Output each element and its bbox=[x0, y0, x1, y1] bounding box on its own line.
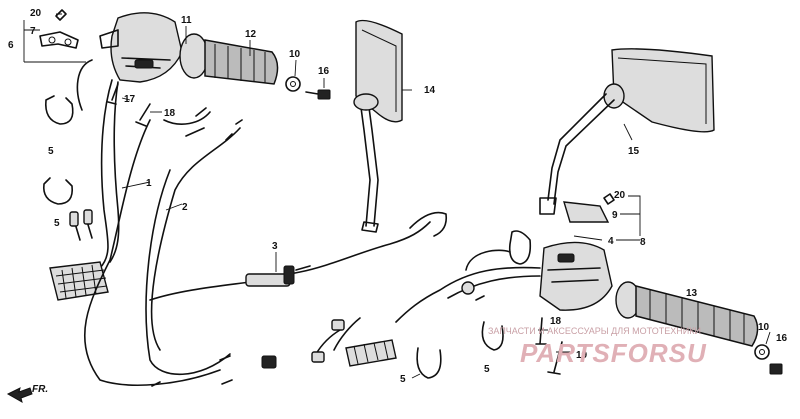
watermark-caption: ЗАПЧАСТИ И АКСЕССУАРЫ ДЛЯ МОТОТЕХНИКИ bbox=[488, 326, 701, 336]
wire-band-clip-1 bbox=[44, 95, 74, 125]
wire-band-clip-4 bbox=[481, 321, 504, 351]
label-part-16-right: 16 bbox=[776, 333, 788, 344]
label-part-16-top: 16 bbox=[318, 66, 330, 77]
label-part-9: 9 bbox=[612, 210, 618, 221]
label-part-12: 12 bbox=[245, 29, 257, 40]
label-part-19: 19 bbox=[576, 350, 588, 361]
screw-18-right bbox=[535, 317, 547, 345]
watermark-logo: PARTSFORSU bbox=[520, 338, 707, 368]
screw-17 bbox=[107, 83, 119, 105]
label-part-13: 13 bbox=[686, 288, 698, 299]
wire-band-clip-3 bbox=[416, 347, 442, 379]
right-switch-housing bbox=[508, 230, 613, 311]
label-part-5-lower: 5 bbox=[54, 218, 60, 229]
label-part-3: 3 bbox=[272, 241, 278, 252]
throttle-grip bbox=[179, 33, 279, 85]
left-mirror bbox=[353, 19, 403, 233]
small-connector-3 bbox=[261, 355, 277, 369]
throttle-cable-2 bbox=[145, 111, 231, 376]
washer-top bbox=[285, 76, 301, 92]
small-connector-2 bbox=[331, 319, 345, 331]
label-part-6: 6 bbox=[8, 40, 14, 51]
clutch-cable bbox=[150, 127, 241, 351]
label-part-1: 1 bbox=[146, 178, 152, 189]
wire-band-clip-2 bbox=[42, 177, 74, 205]
label-part-18-right: 18 bbox=[550, 316, 562, 327]
left-switch-housing bbox=[99, 12, 183, 83]
bolt-right bbox=[769, 363, 783, 375]
bottom-connector-block bbox=[345, 339, 397, 367]
label-part-7: 7 bbox=[30, 26, 36, 37]
label-part-8: 8 bbox=[640, 237, 646, 248]
small-connector-1 bbox=[311, 351, 325, 363]
label-part-2: 2 bbox=[182, 202, 188, 213]
right-switch-bracket bbox=[563, 193, 615, 223]
choke-cable-adjuster bbox=[245, 265, 311, 287]
label-part-20-left: 20 bbox=[30, 8, 42, 19]
label-part-11: 11 bbox=[181, 15, 192, 26]
front-direction-label: FR. bbox=[32, 384, 48, 395]
label-part-14: 14 bbox=[424, 85, 436, 96]
label-part-10-top: 10 bbox=[289, 49, 301, 60]
choke-cable bbox=[149, 221, 431, 301]
left-connector bbox=[49, 209, 109, 301]
screw-18-left bbox=[135, 103, 151, 127]
right-handlebar-grip bbox=[615, 281, 759, 347]
label-part-18-left: 18 bbox=[164, 108, 176, 119]
label-part-20-right: 20 bbox=[614, 190, 626, 201]
switch-clamp-bracket bbox=[39, 9, 79, 49]
label-part-5-upper: 5 bbox=[48, 146, 54, 157]
right-mirror bbox=[539, 48, 715, 215]
label-part-15: 15 bbox=[628, 146, 640, 157]
washer-right bbox=[754, 344, 770, 360]
front-direction-arrow bbox=[6, 387, 33, 404]
right-switch-harness bbox=[395, 266, 541, 323]
bolt-top bbox=[305, 89, 331, 100]
label-part-5-right: 5 bbox=[484, 364, 490, 375]
screw-19 bbox=[547, 341, 563, 375]
label-part-17: 17 bbox=[124, 94, 136, 105]
label-part-4: 4 bbox=[608, 236, 614, 247]
label-part-10-right: 10 bbox=[758, 322, 770, 333]
label-part-5-bottom: 5 bbox=[400, 374, 406, 385]
left-switch-harness bbox=[99, 79, 113, 269]
